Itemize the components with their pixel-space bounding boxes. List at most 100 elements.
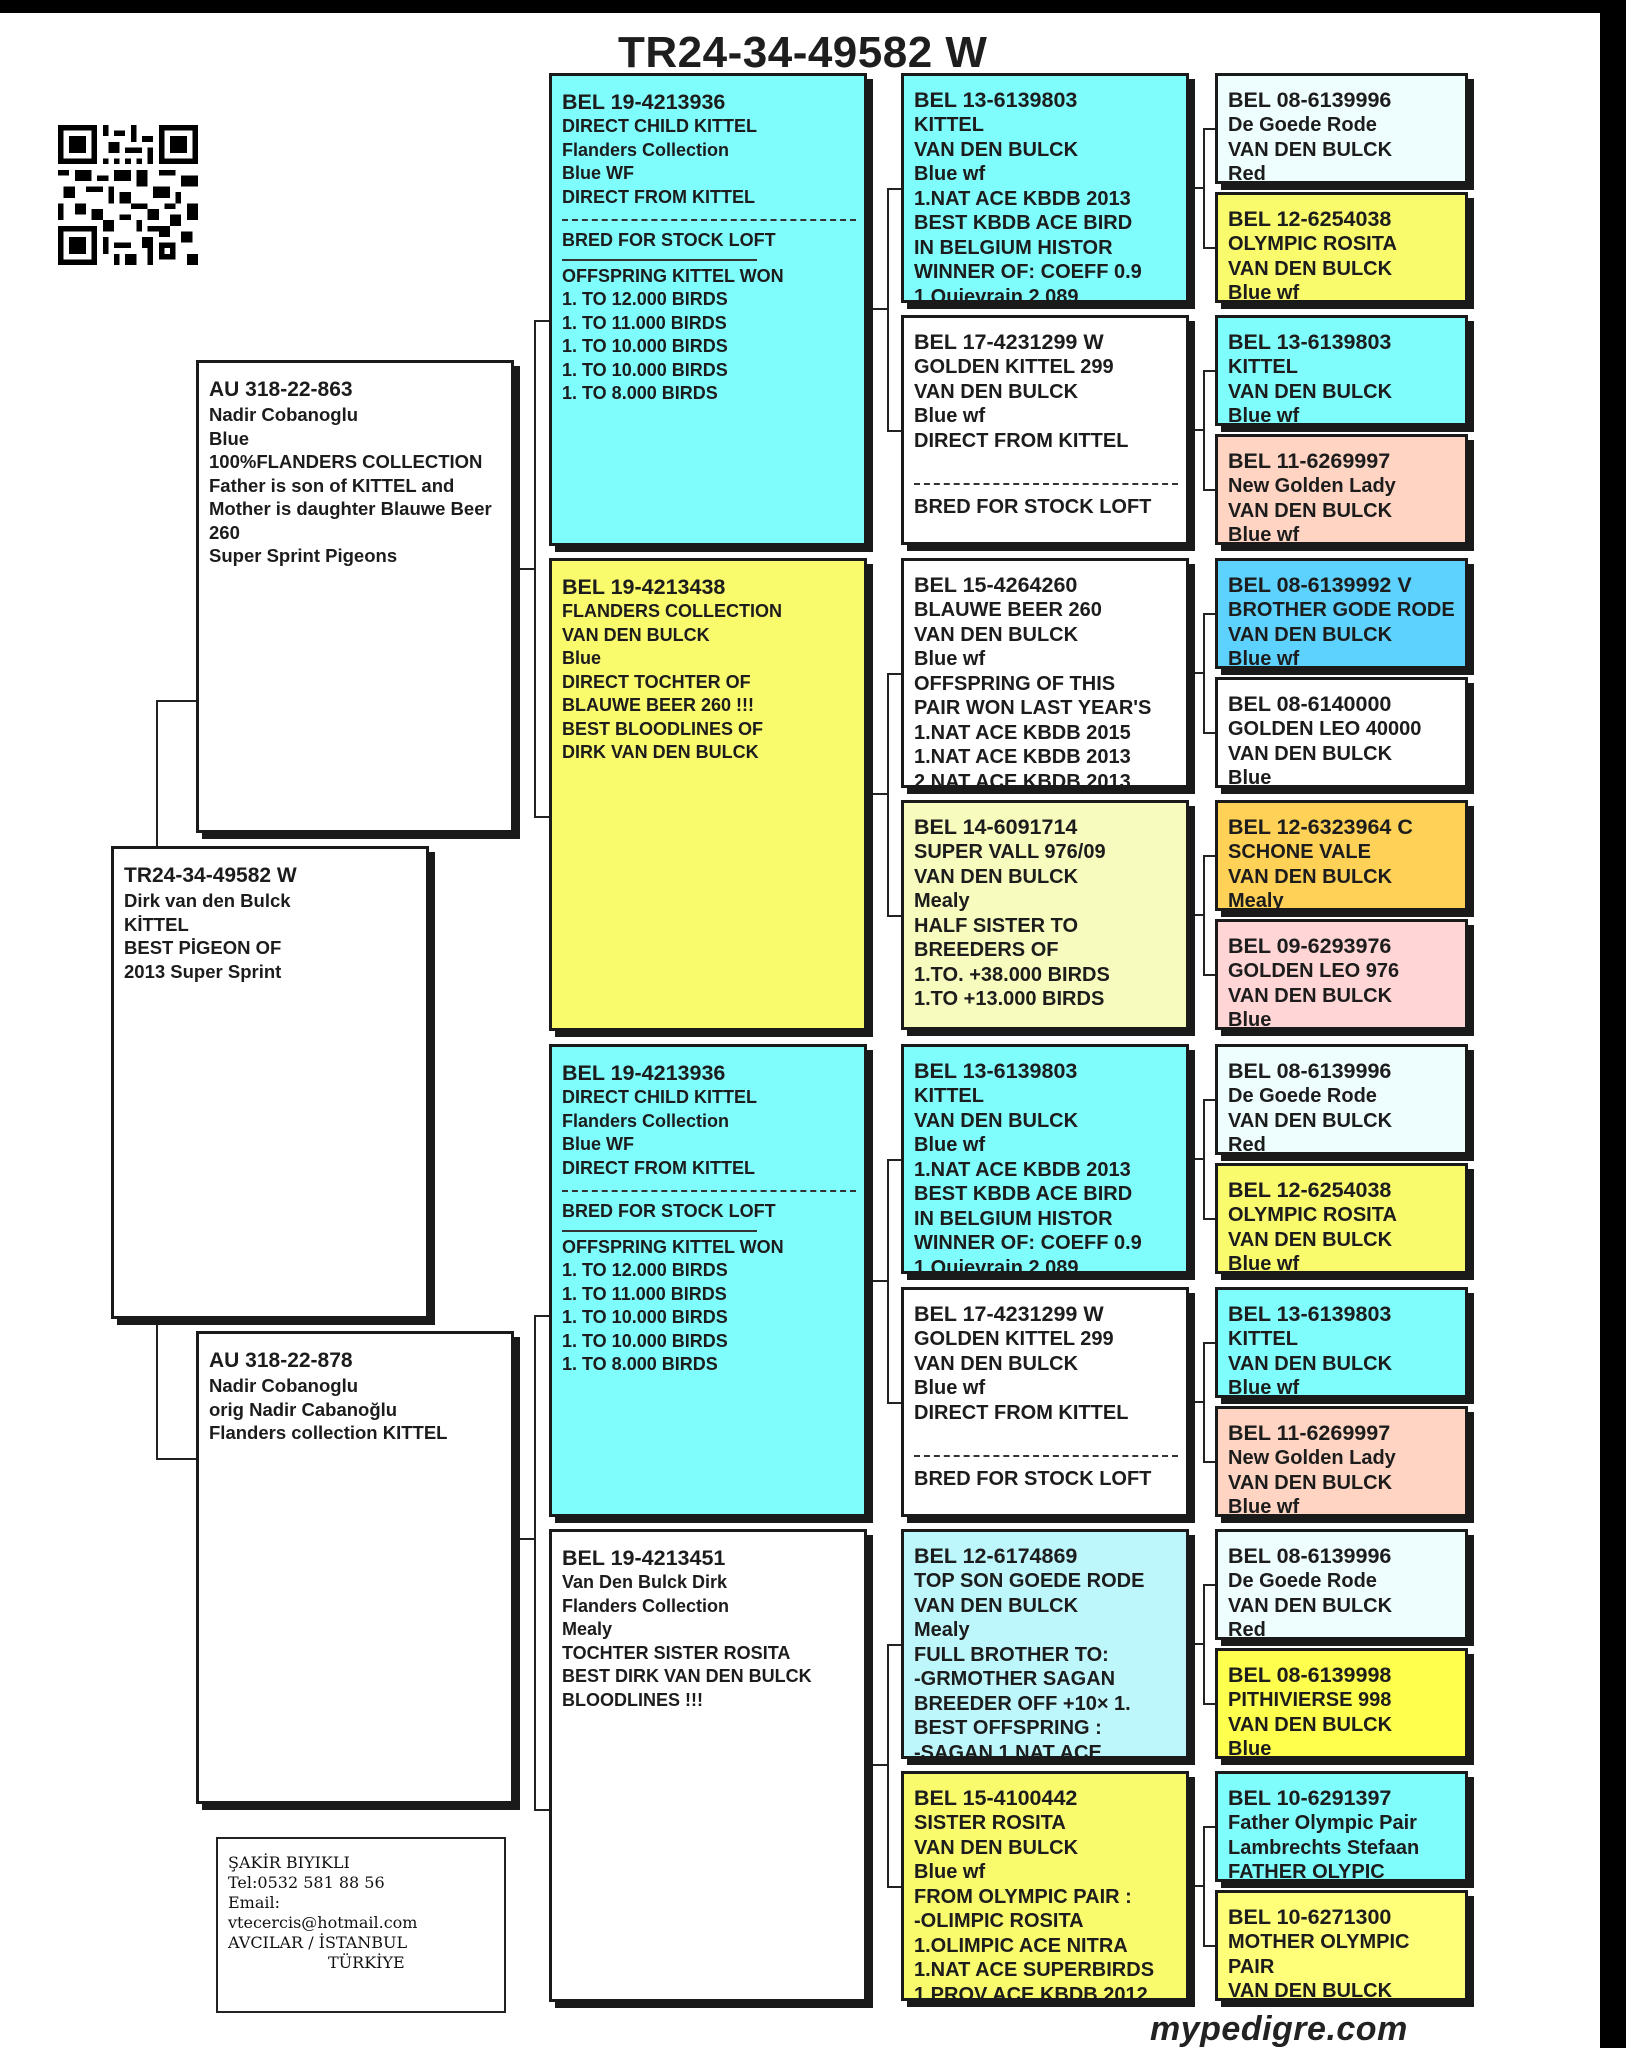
card-line: Blue wf xyxy=(1228,1253,1300,1274)
card-line: Blue wf xyxy=(914,1377,986,1399)
card-line: 1. TO 10.000 BIRDS xyxy=(562,359,728,380)
card-line: Flanders Collection xyxy=(562,139,730,160)
connector-line xyxy=(887,673,901,675)
card-line: VAN DEN BULCK xyxy=(1228,742,1393,765)
card-line: Red xyxy=(1228,1619,1266,1640)
card-line: BRED FOR STOCK LOFT xyxy=(914,496,1152,518)
card-line: VAN DEN BULCK xyxy=(914,138,1079,161)
connector-line xyxy=(534,320,536,818)
ring-number: BEL 08-6139996 xyxy=(1228,1059,1392,1083)
dashed-divider xyxy=(914,1455,1178,1457)
card-line: De Goede Rode xyxy=(1228,114,1377,136)
connector-line xyxy=(1203,855,1215,857)
connector-line xyxy=(1203,128,1205,247)
ring-number: BEL 08-6139996 xyxy=(1228,88,1392,112)
ring-number: BEL 12-6323964 C xyxy=(1228,815,1413,839)
connector-line xyxy=(534,1809,549,1811)
card-line: 1. TO 11.000 BIRDS xyxy=(562,312,727,333)
card-line: 1.NAT ACE KBDB 2013 xyxy=(914,1158,1131,1181)
ring-number: BEL 19-4213936 xyxy=(562,90,726,114)
card-line: Blue wf xyxy=(1228,1377,1300,1398)
card-line: De Goede Rode xyxy=(1228,1085,1377,1107)
card-line: 1.TO +13.000 BIRDS xyxy=(914,988,1105,1010)
card-line: WINNER OF: COEFF 0.9 xyxy=(914,261,1142,283)
card-line: 1. TO 12.000 BIRDS xyxy=(562,289,728,309)
ring-number: BEL 13-6139803 xyxy=(914,1059,1078,1083)
card-line: OLYMPIC ROSITA xyxy=(1228,1204,1397,1226)
card-line: Blue xyxy=(209,427,250,449)
connector-line xyxy=(887,1159,901,1161)
card-line: 100%FLANDERS COLLECTION xyxy=(209,451,483,472)
connector-line xyxy=(1203,1342,1205,1461)
ring-number: BEL 08-6139992 V xyxy=(1228,573,1412,597)
card-line: KİTTEL xyxy=(124,913,189,935)
card-line: Red xyxy=(1228,163,1266,184)
card-line: 1. TO 8.000 BIRDS xyxy=(562,1354,718,1374)
ring-number: BEL 12-6174869 xyxy=(914,1544,1078,1568)
connector-line xyxy=(1195,1157,1203,1160)
connector-line xyxy=(1203,128,1215,130)
card-line: Blue WF xyxy=(562,1134,634,1154)
card-line: Van Den Bulck Dirk xyxy=(562,1572,728,1592)
sire-card[interactable]: AU 318-22-863 Nadir Cobanoglu Blue 100%F… xyxy=(196,360,514,833)
card-line: DIRECT TOCHTER OF xyxy=(562,671,751,692)
connector-line xyxy=(887,1644,901,1646)
connector-line xyxy=(887,1402,901,1404)
card-line: BEST DIRK VAN DEN BULCK xyxy=(562,1666,812,1686)
subject-card[interactable]: TR24-34-49582 W Dirk van den Bulck KİTTE… xyxy=(111,846,429,1319)
card-line: Blue xyxy=(1228,767,1272,788)
card-line: BREEDERS OF xyxy=(914,939,1059,961)
footer-brand[interactable]: mypedigre.com xyxy=(1150,2010,1408,2048)
connector-line xyxy=(1195,913,1203,916)
card-line: DIRECT CHILD KITTEL xyxy=(562,1087,757,1107)
dam-card[interactable]: AU 318-22-878 Nadir Cobanoglu orig Nadir… xyxy=(196,1331,514,1804)
card-line: VAN DEN BULCK xyxy=(1228,1352,1393,1375)
card-line: VAN DEN BULCK xyxy=(1228,257,1393,280)
connector-line xyxy=(1203,1218,1215,1220)
underline-divider xyxy=(562,258,757,261)
contact-email-label: Email: xyxy=(228,1893,281,1912)
card-line: KITTEL xyxy=(914,1085,984,1107)
contact-email[interactable]: vtecercis@hotmail.com xyxy=(228,1913,418,1932)
connector-line xyxy=(1203,1099,1205,1218)
card-line: 1.NAT ACE KBDB 2013 xyxy=(914,746,1131,768)
card-line: Blue wf xyxy=(914,163,986,185)
card-line: Flanders Collection xyxy=(562,1110,730,1131)
connector-line xyxy=(1203,1826,1215,1828)
card-line: 1. TO 10.000 BIRDS xyxy=(562,1307,728,1327)
ring-number: BEL 15-4264260 xyxy=(914,573,1078,597)
connector-line xyxy=(1203,732,1215,734)
card-line: GOLDEN KITTEL 299 xyxy=(914,1328,1114,1350)
card-line: 1. TO 11.000 BIRDS xyxy=(562,1283,727,1304)
connector-line xyxy=(1195,428,1203,431)
card-line: TOP SON GOEDE RODE xyxy=(914,1570,1145,1592)
